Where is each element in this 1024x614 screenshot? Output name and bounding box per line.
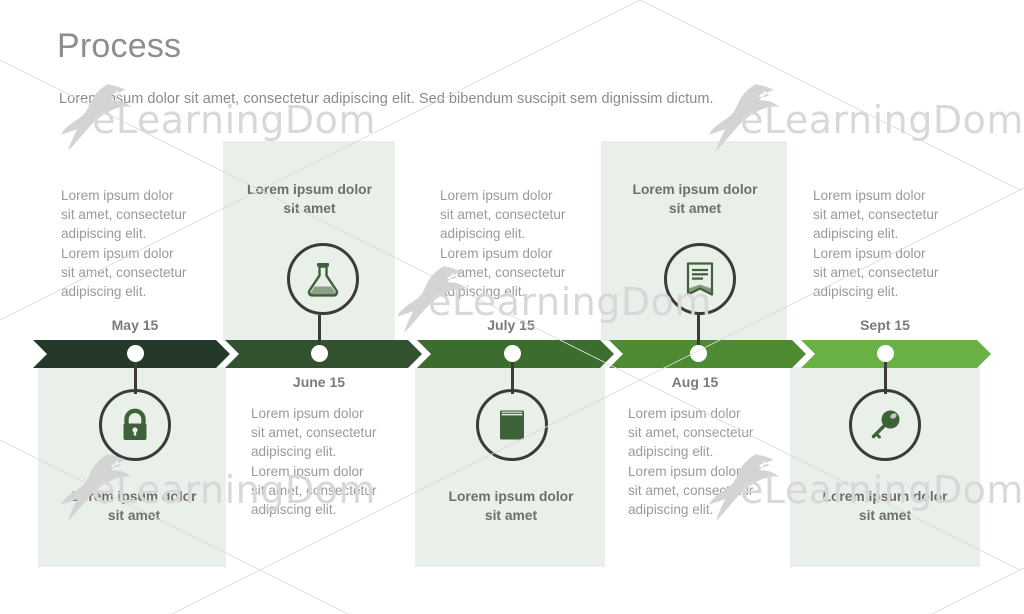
step-node-dot-july[interactable] xyxy=(504,345,521,362)
step-body-aug: Lorem ipsum dolor sit amet, consectetur … xyxy=(628,406,754,518)
document-icon-circle[interactable] xyxy=(664,243,736,315)
step-date-sept: Sept 15 xyxy=(860,317,910,333)
step-heading-june: Lorem ipsum dolor sit amet xyxy=(247,182,372,216)
key-icon-circle[interactable] xyxy=(849,389,921,461)
step-node-dot-sept[interactable] xyxy=(877,345,894,362)
step-heading-aug: Lorem ipsum dolor sit amet xyxy=(632,182,758,216)
step-date-july: July 15 xyxy=(487,317,535,333)
step-heading-may: Lorem ipsum dolor sit amet xyxy=(71,489,197,523)
watermark-text: eLearningDom xyxy=(740,98,1024,142)
flask-icon xyxy=(307,263,339,297)
key-icon xyxy=(871,410,900,439)
step-node-dot-may[interactable] xyxy=(127,345,144,362)
page-title: Process xyxy=(57,27,182,65)
lock-icon-circle[interactable] xyxy=(99,389,171,461)
step-heading-july: Lorem ipsum dolor sit amet xyxy=(448,489,574,523)
page-subtitle: Lorem ipsum dolor sit amet, consectetur … xyxy=(59,91,714,107)
step-body-sept: Lorem ipsum dolor sit amet, consectetur … xyxy=(813,188,939,300)
step-date-may: May 15 xyxy=(111,317,159,333)
step-node-dot-aug[interactable] xyxy=(690,345,707,362)
book-icon-circle[interactable] xyxy=(476,389,548,461)
lock-icon xyxy=(123,408,147,440)
step-body-may: Lorem ipsum dolor sit amet, consectetur … xyxy=(61,188,187,300)
step-date-aug: Aug 15 xyxy=(671,374,719,390)
document-icon xyxy=(686,262,714,296)
hummingbird-icon xyxy=(61,84,132,151)
timeline-segment-4[interactable] xyxy=(609,340,806,368)
step-body-july: Lorem ipsum dolor sit amet, consectetur … xyxy=(440,188,566,300)
step-heading-sept: Lorem ipsum dolor sit amet xyxy=(822,489,948,523)
step-body-june: Lorem ipsum dolor sit amet, consectetur … xyxy=(251,406,377,518)
timeline-segment-5[interactable] xyxy=(801,340,991,368)
step-date-june: June 15 xyxy=(292,374,346,390)
book-icon xyxy=(500,410,524,440)
step-stem-may xyxy=(134,354,137,394)
flask-icon-circle[interactable] xyxy=(287,243,359,315)
step-node-dot-june[interactable] xyxy=(311,345,328,362)
